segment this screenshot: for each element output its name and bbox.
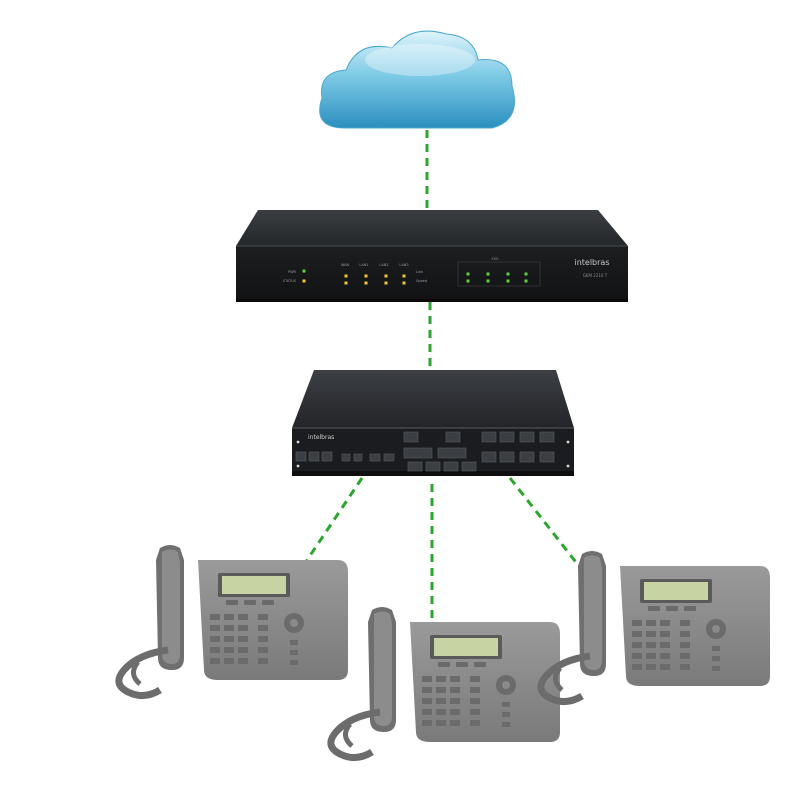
ip-phone-left-icon [119, 545, 348, 696]
pbx-brand-label: intelbras [308, 434, 334, 441]
gateway-led [506, 272, 510, 276]
gateway-led [506, 279, 510, 283]
gateway-led [344, 274, 348, 278]
gateway-led-label: PWR [288, 270, 297, 274]
ip-phone-center-icon [331, 607, 560, 758]
gateway-led-label: LAN2 [379, 263, 388, 267]
gateway-led [486, 279, 490, 283]
gateway-led [486, 272, 490, 276]
gateway-led-label: Speed [416, 279, 427, 283]
gateway-led [384, 274, 388, 278]
gateway-led [364, 274, 368, 278]
gateway-led [402, 274, 406, 278]
gateway-led [466, 279, 470, 283]
link-pbx-phone-right [508, 477, 588, 576]
pbx-device: intelbras [292, 370, 574, 476]
gateway-led [302, 279, 306, 283]
gateway-model-label: GKM 2210 T [583, 273, 608, 278]
gateway-led [402, 281, 406, 285]
pbx-screws [296, 440, 570, 468]
gateway-led-label: WAN [341, 263, 350, 267]
gateway-led-label: LAN3 [399, 263, 408, 267]
gateway-led [524, 279, 528, 283]
gateway-led-label: STATUS [283, 279, 297, 283]
gateway-led-label: LAN1 [359, 263, 368, 267]
internet-cloud-icon [319, 30, 515, 129]
gateway-led [466, 272, 470, 276]
gateway-led [384, 281, 388, 285]
ip-phone-right-icon [541, 551, 770, 702]
gateway-brand-label: intelbras [574, 258, 609, 267]
gateway-led [524, 272, 528, 276]
pbx-ports [295, 431, 555, 472]
gateway-led [302, 269, 306, 273]
gateway-led [364, 281, 368, 285]
gateway-led [344, 281, 348, 285]
gateway-led-label: FXO [492, 257, 499, 261]
gateway-led-label: Link [416, 270, 424, 274]
